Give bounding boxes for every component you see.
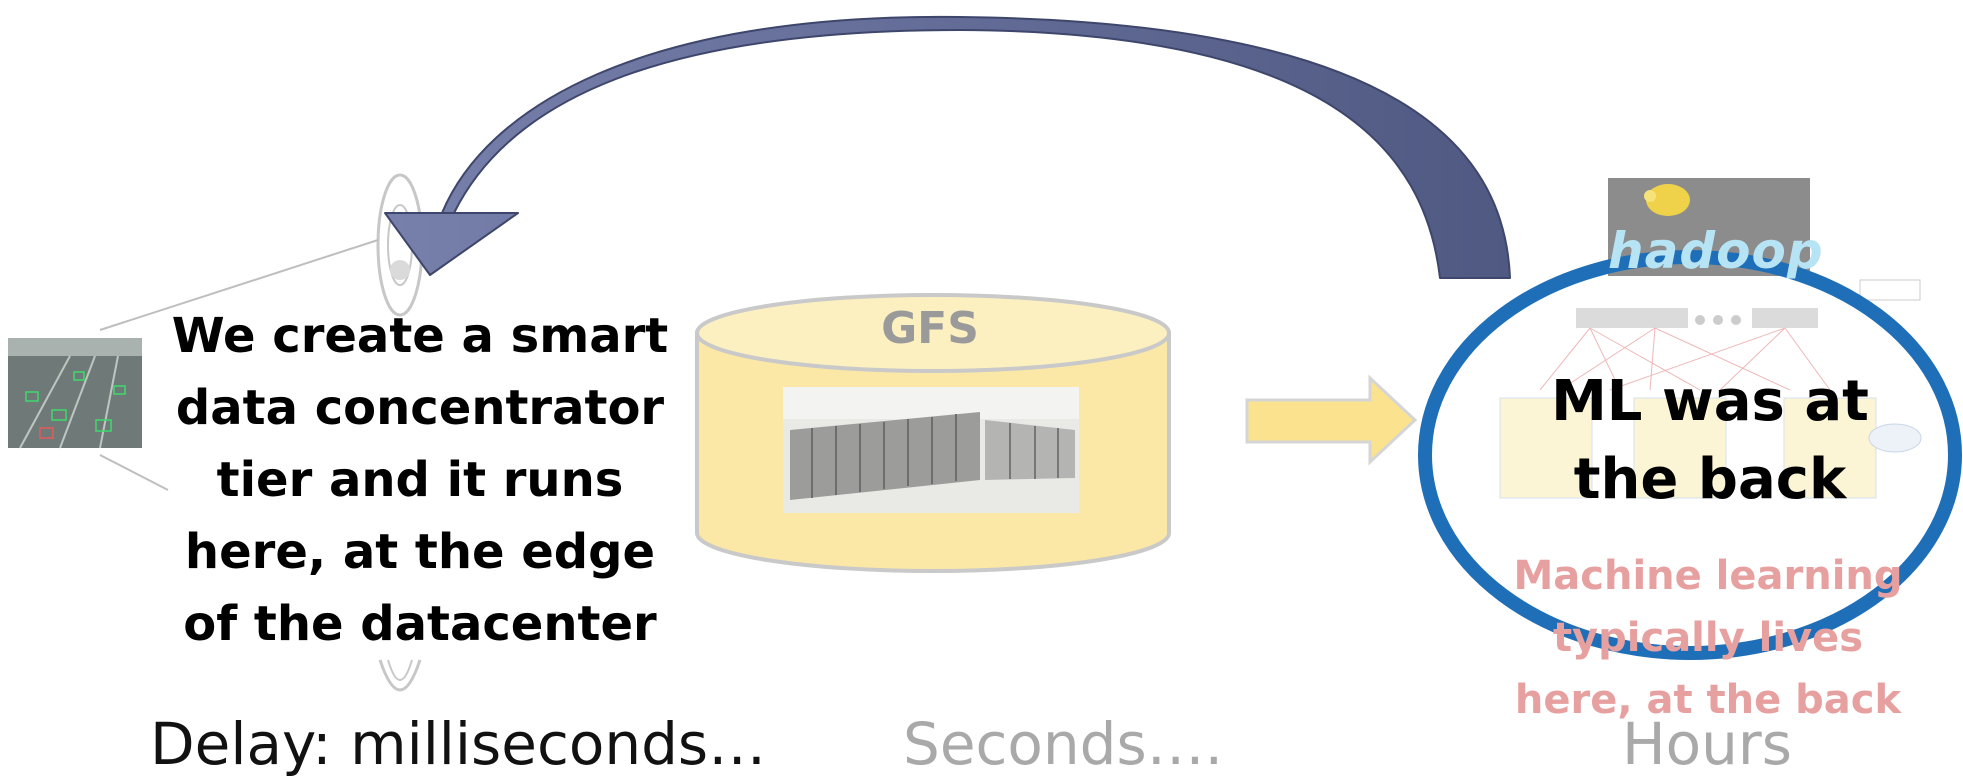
hadoop-wordmark: hadoop [1608,222,1824,280]
highlight-circle [1418,250,1962,660]
delay-label-edge: Delay: milliseconds… [150,710,767,778]
gfs-label: GFS [881,303,979,354]
edge-tier-line: here, at the edge [184,524,656,580]
ml-note-line: Machine learning [1513,553,1903,599]
traffic-camera-image [8,338,142,449]
edge-device-sketch [99,173,424,692]
ml-headline-line: the back [1573,447,1847,512]
datacenter-photo [783,387,1079,513]
edge-tier-description: We create a smart data concentrator tier… [150,300,690,660]
cluster-network-diagram [1499,279,1922,499]
delay-label-storage: Seconds…. [903,710,1224,778]
ml-note-line: typically lives [1552,615,1864,661]
edge-tier-line: of the datacenter [183,596,657,652]
flow-arrow-right [1245,374,1418,466]
edge-tier-line: tier and it runs [216,452,624,508]
edge-tier-line: We create a smart [171,308,669,364]
feedback-arrow [384,15,1511,279]
edge-tier-line: data concentrator [175,380,665,436]
ml-note: Machine learning typically lives here, a… [1478,545,1938,731]
ml-note-line: here, at the back [1514,677,1902,723]
ml-headline-line: ML was at [1551,369,1869,434]
delay-label-backend: Hours [1622,710,1792,778]
ml-headline: ML was at the back [1480,363,1940,519]
